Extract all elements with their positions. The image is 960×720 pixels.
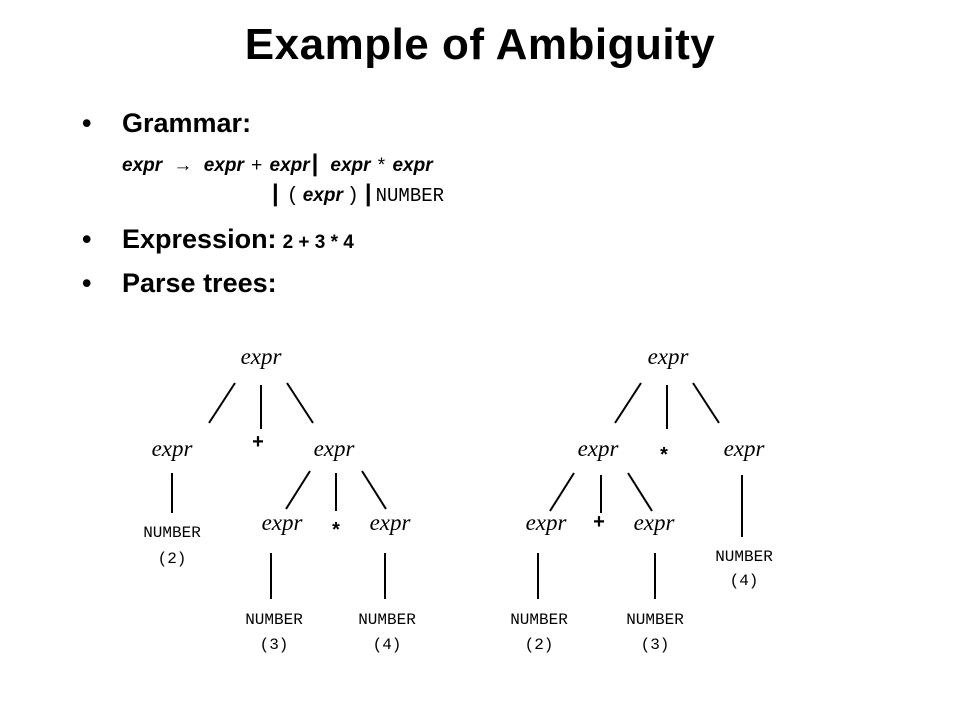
tree-edge — [692, 382, 720, 424]
number-node: NUMBER — [510, 611, 568, 629]
number-value: (3) — [260, 636, 289, 654]
number-value: (4) — [373, 636, 402, 654]
expr-node: expr — [262, 510, 304, 535]
left-paren: ( — [286, 185, 299, 208]
expr-node: expr — [314, 436, 356, 461]
expression-label: Expression: — [122, 224, 277, 254]
grammar-term: expr — [203, 155, 244, 176]
tree-edge — [614, 382, 642, 424]
number-node: NUMBER — [143, 524, 201, 542]
grammar-term: expr — [392, 155, 433, 176]
grammar-line-1: expr → expr + expr|expr * expr — [122, 150, 433, 178]
slide-title: Example of Ambiguity — [244, 20, 716, 69]
grammar-term: expr — [302, 185, 343, 206]
star-node: * — [330, 521, 342, 544]
parse-tree-left: expr expr + expr NUMBER (2) expr * expr … — [143, 344, 416, 654]
expr-node: expr — [526, 510, 568, 535]
bullet-dot: • — [82, 224, 92, 254]
expr-node: expr — [152, 436, 194, 461]
plus-node: + — [593, 512, 605, 535]
expr-node: expr — [578, 436, 620, 461]
grammar-line-2: |(expr)|NUMBER — [272, 180, 444, 208]
expr-node: expr — [724, 436, 766, 461]
expr-node: expr — [370, 510, 412, 535]
number-value: (4) — [730, 572, 759, 590]
number-value: (3) — [641, 636, 670, 654]
alternative-bar: | — [272, 180, 279, 207]
number-value: (2) — [158, 550, 187, 568]
star-operator: * — [377, 155, 386, 176]
bullet-dot: • — [82, 108, 92, 138]
number-value: (2) — [525, 636, 554, 654]
alternative-bar: | — [364, 180, 372, 207]
grammar-term: expr — [330, 155, 371, 176]
expr-node: expr — [648, 344, 690, 369]
grammar-lhs: expr — [122, 155, 163, 176]
star-node: * — [658, 446, 670, 469]
expr-node: expr — [241, 344, 283, 369]
arrow-symbol: → — [173, 155, 193, 176]
plus-node: + — [252, 432, 264, 455]
right-paren: ) — [346, 185, 359, 208]
expression-value: 2 + 3 * 4 — [282, 232, 354, 253]
tree-edge — [285, 470, 311, 510]
tree-edge — [208, 382, 236, 424]
alternative-bar: | — [311, 150, 319, 177]
grammar-label: Grammar: — [122, 108, 252, 138]
tree-edge — [286, 382, 314, 424]
number-node: NUMBER — [245, 611, 303, 629]
plus-operator: + — [251, 155, 263, 176]
tree-edge — [627, 472, 653, 512]
parse-trees-label: Parse trees: — [122, 268, 277, 298]
number-node: NUMBER — [358, 611, 416, 629]
number-token: NUMBER — [375, 185, 445, 207]
tree-edge — [361, 470, 387, 510]
bullet-dot: • — [82, 268, 92, 298]
parse-tree-right: expr expr * expr expr + expr NUMBER (4) … — [510, 344, 773, 654]
expression-line: Expression:2 + 3 * 4 — [122, 224, 354, 255]
number-node: NUMBER — [626, 611, 684, 629]
expr-node: expr — [634, 510, 676, 535]
tree-edge — [549, 472, 575, 512]
grammar-term: expr — [269, 155, 310, 176]
number-node: NUMBER — [715, 548, 773, 566]
